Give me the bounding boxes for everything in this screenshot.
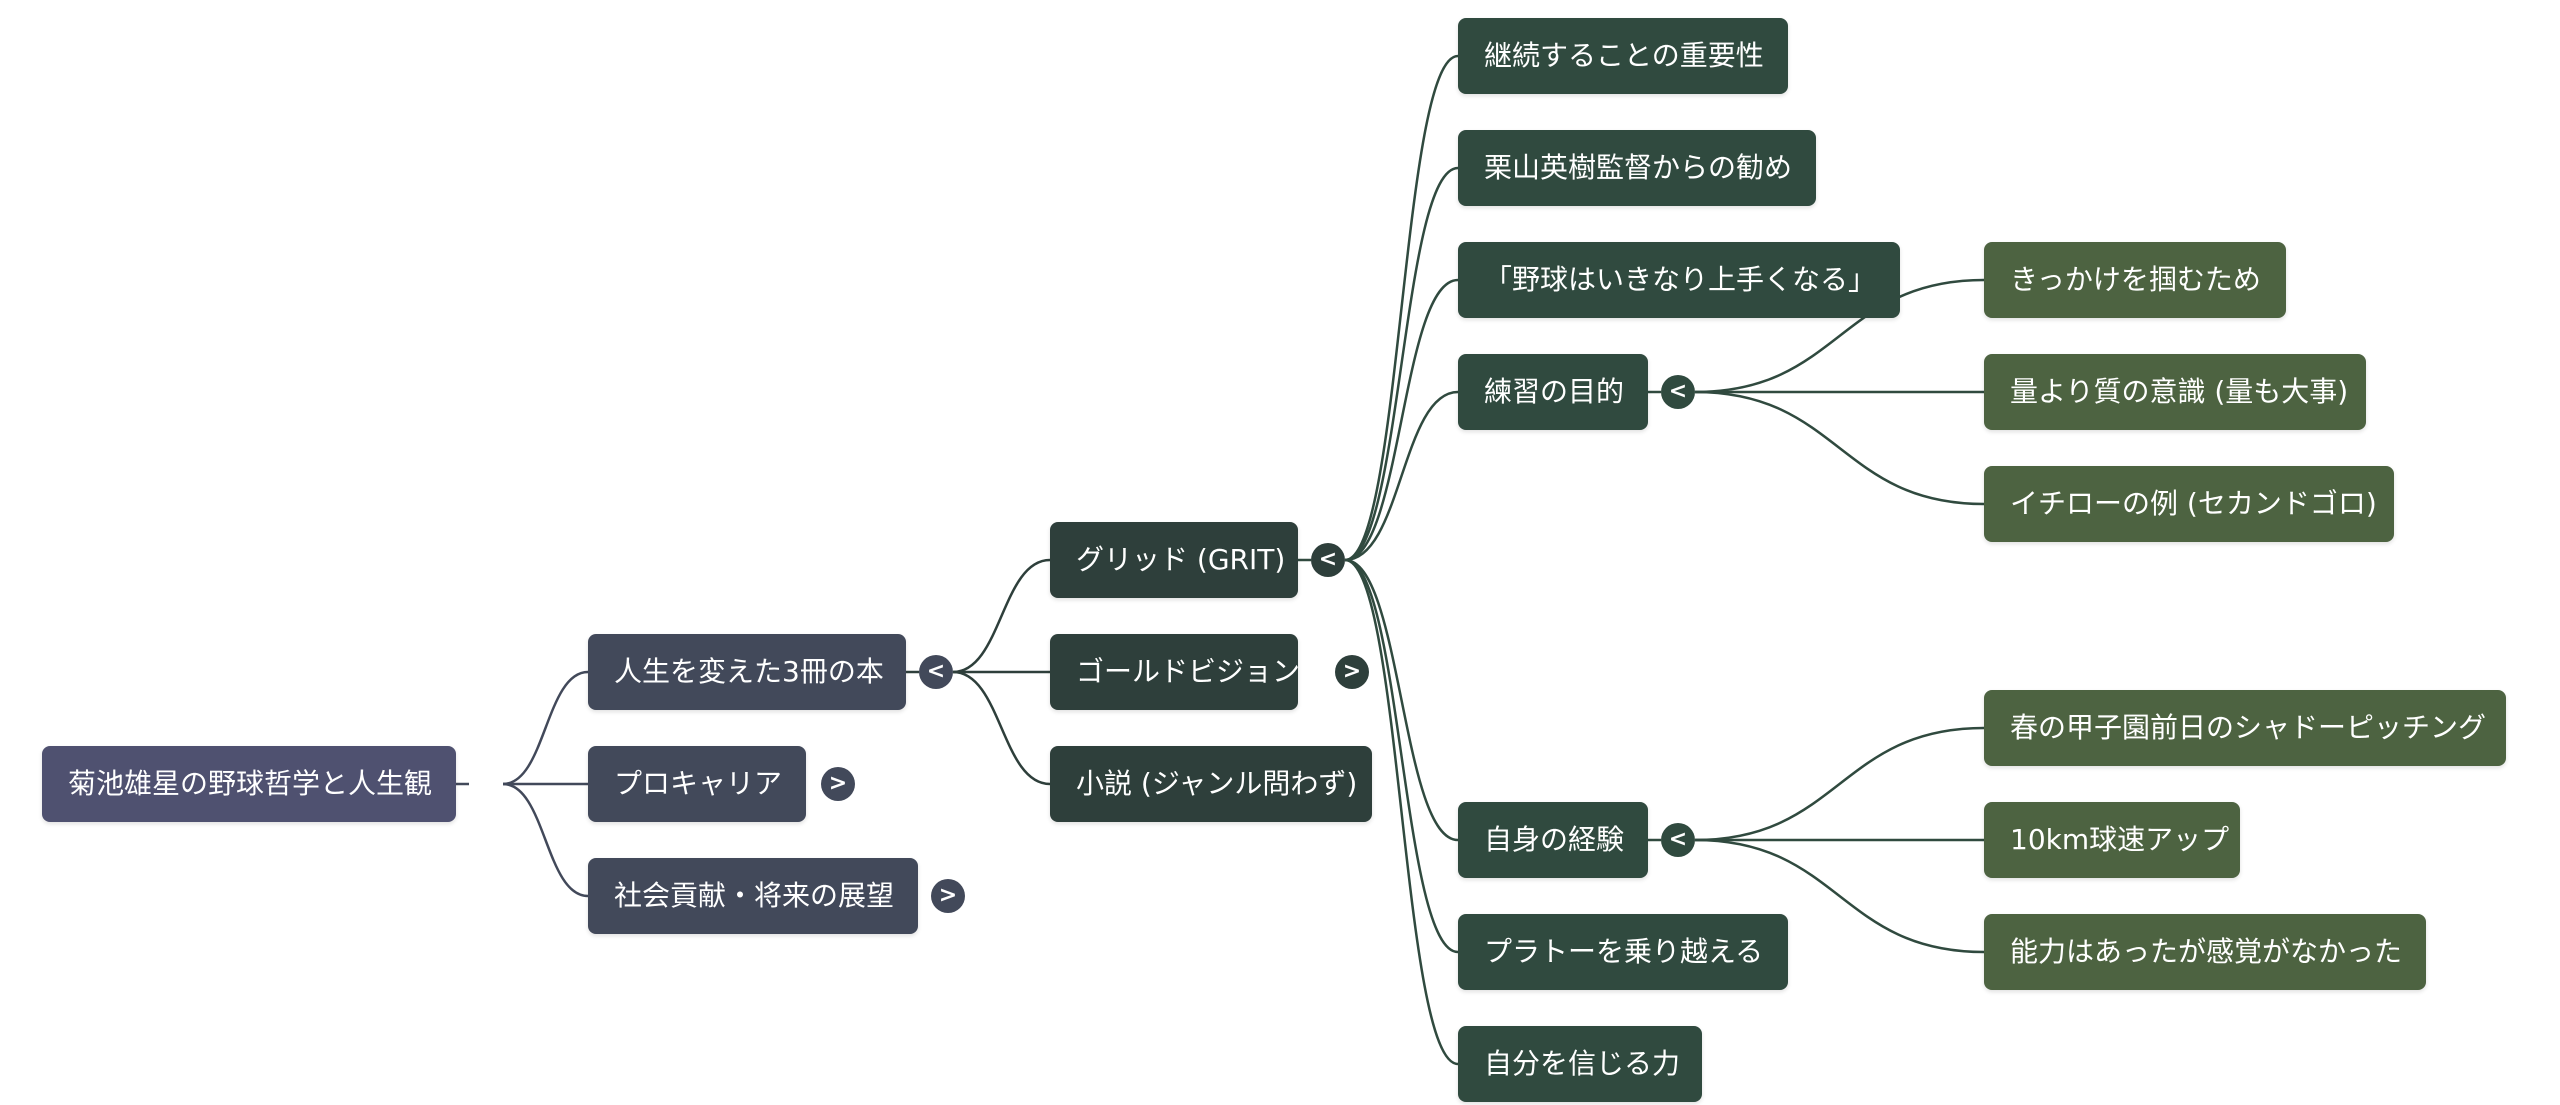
- expand-toggle[interactable]: >: [821, 767, 855, 801]
- subtopic-node[interactable]: 「野球はいきなり上手くなる」: [1458, 242, 1900, 318]
- node-label: プロキャリア: [614, 767, 783, 800]
- leaf-node[interactable]: 量より質の意識 (量も大事): [1984, 354, 2366, 430]
- branch-node[interactable]: プロキャリア: [588, 746, 806, 822]
- leaf-node[interactable]: 能力はあったが感覚がなかった: [1984, 914, 2426, 990]
- expand-toggle[interactable]: >: [931, 879, 965, 913]
- expand-toggle[interactable]: >: [1335, 655, 1369, 689]
- connector-root-branch: [502, 670, 589, 786]
- topic-node[interactable]: 小説 (ジャンル問わず): [1050, 746, 1372, 822]
- connector-subtopic-leaf: [1694, 838, 1985, 954]
- node-label: 小説 (ジャンル問わず): [1076, 767, 1358, 800]
- branch-node[interactable]: 人生を変えた3冊の本: [588, 634, 906, 710]
- connector-subtopic-leaf: [1694, 726, 1985, 842]
- leaf-node[interactable]: イチローの例 (セカンドゴロ): [1984, 466, 2394, 542]
- collapse-toggle[interactable]: <: [1661, 823, 1695, 857]
- node-label: 能力はあったが感覚がなかった: [2010, 935, 2403, 968]
- connector-branch-topic: [952, 558, 1051, 674]
- node-label: 菊池雄星の野球哲学と人生観: [68, 767, 433, 800]
- node-label: 10km球速アップ: [2010, 823, 2230, 856]
- connector-topic-subtopic: [1344, 558, 1459, 954]
- subtopic-node[interactable]: 練習の目的: [1458, 354, 1648, 430]
- node-label: 「野球はいきなり上手くなる」: [1484, 263, 1877, 296]
- connector-topic-subtopic: [1344, 558, 1459, 1066]
- connector-branch-topic: [952, 670, 1051, 786]
- collapse-toggle[interactable]: <: [1311, 543, 1345, 577]
- connector-topic-subtopic: [1344, 390, 1459, 562]
- connector-topic-subtopic: [1344, 558, 1459, 842]
- collapse-toggle[interactable]: <: [1661, 375, 1695, 409]
- node-label: 春の甲子園前日のシャドーピッチング: [2010, 711, 2487, 744]
- branch-node[interactable]: 社会貢献・将来の展望: [588, 858, 918, 934]
- connector-topic-subtopic: [1344, 54, 1459, 562]
- leaf-node[interactable]: 10km球速アップ: [1984, 802, 2240, 878]
- topic-node[interactable]: グリッド (GRIT): [1050, 522, 1298, 598]
- node-label: 継続することの重要性: [1484, 39, 1764, 72]
- connector-root-branch: [502, 782, 589, 898]
- connector-subtopic-leaf: [1694, 278, 1985, 394]
- subtopic-node[interactable]: 自身の経験: [1458, 802, 1648, 878]
- connector-topic-subtopic: [1344, 166, 1459, 562]
- subtopic-node[interactable]: プラトーを乗り越える: [1458, 914, 1788, 990]
- node-label: 量より質の意識 (量も大事): [2010, 375, 2349, 408]
- collapse-toggle[interactable]: <: [919, 655, 953, 689]
- topic-node[interactable]: ゴールドビジョン: [1050, 634, 1301, 710]
- subtopic-node[interactable]: 栗山英樹監督からの勧め: [1458, 130, 1816, 206]
- node-label: 栗山英樹監督からの勧め: [1484, 151, 1793, 184]
- root-node[interactable]: 菊池雄星の野球哲学と人生観: [42, 746, 456, 822]
- node-label: イチローの例 (セカンドゴロ): [2010, 487, 2377, 520]
- node-label: グリッド (GRIT): [1076, 543, 1286, 576]
- node-label: プラトーを乗り越える: [1484, 935, 1764, 968]
- subtopic-node[interactable]: 継続することの重要性: [1458, 18, 1788, 94]
- node-label: 社会貢献・将来の展望: [614, 879, 895, 912]
- node-label: 人生を変えた3冊の本: [614, 655, 884, 688]
- node-label: きっかけを掴むため: [2010, 263, 2261, 296]
- node-label: ゴールドビジョン: [1076, 655, 1301, 688]
- connector-topic-subtopic: [1344, 278, 1459, 562]
- node-label: 自身の経験: [1484, 823, 1625, 856]
- leaf-node[interactable]: きっかけを掴むため: [1984, 242, 2286, 318]
- node-label: 自分を信じる力: [1484, 1047, 1681, 1080]
- node-label: 練習の目的: [1484, 375, 1625, 408]
- subtopic-node[interactable]: 自分を信じる力: [1458, 1026, 1702, 1102]
- connector-subtopic-leaf: [1694, 390, 1985, 506]
- leaf-node[interactable]: 春の甲子園前日のシャドーピッチング: [1984, 690, 2506, 766]
